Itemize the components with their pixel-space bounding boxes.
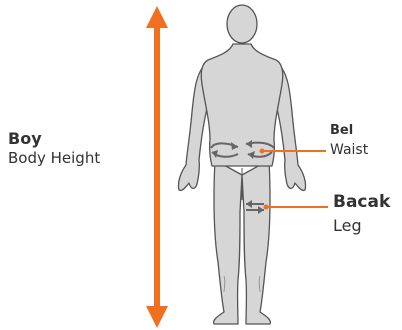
human-figure [178,5,305,324]
right-leg [242,160,270,324]
leg-pointer-dot [264,205,269,210]
torso [201,44,283,166]
height-title: Boy [8,130,42,148]
waist-subtitle: Waist [330,142,368,158]
height-double-arrow-icon [146,6,168,328]
leg-subtitle: Leg [333,217,362,235]
head [227,5,257,43]
waist-pointer-dot [260,149,265,154]
left-leg [214,160,242,324]
height-subtitle: Body Height [8,150,100,167]
waist-title: Bel [330,124,353,139]
leg-title: Bacak [333,193,390,213]
